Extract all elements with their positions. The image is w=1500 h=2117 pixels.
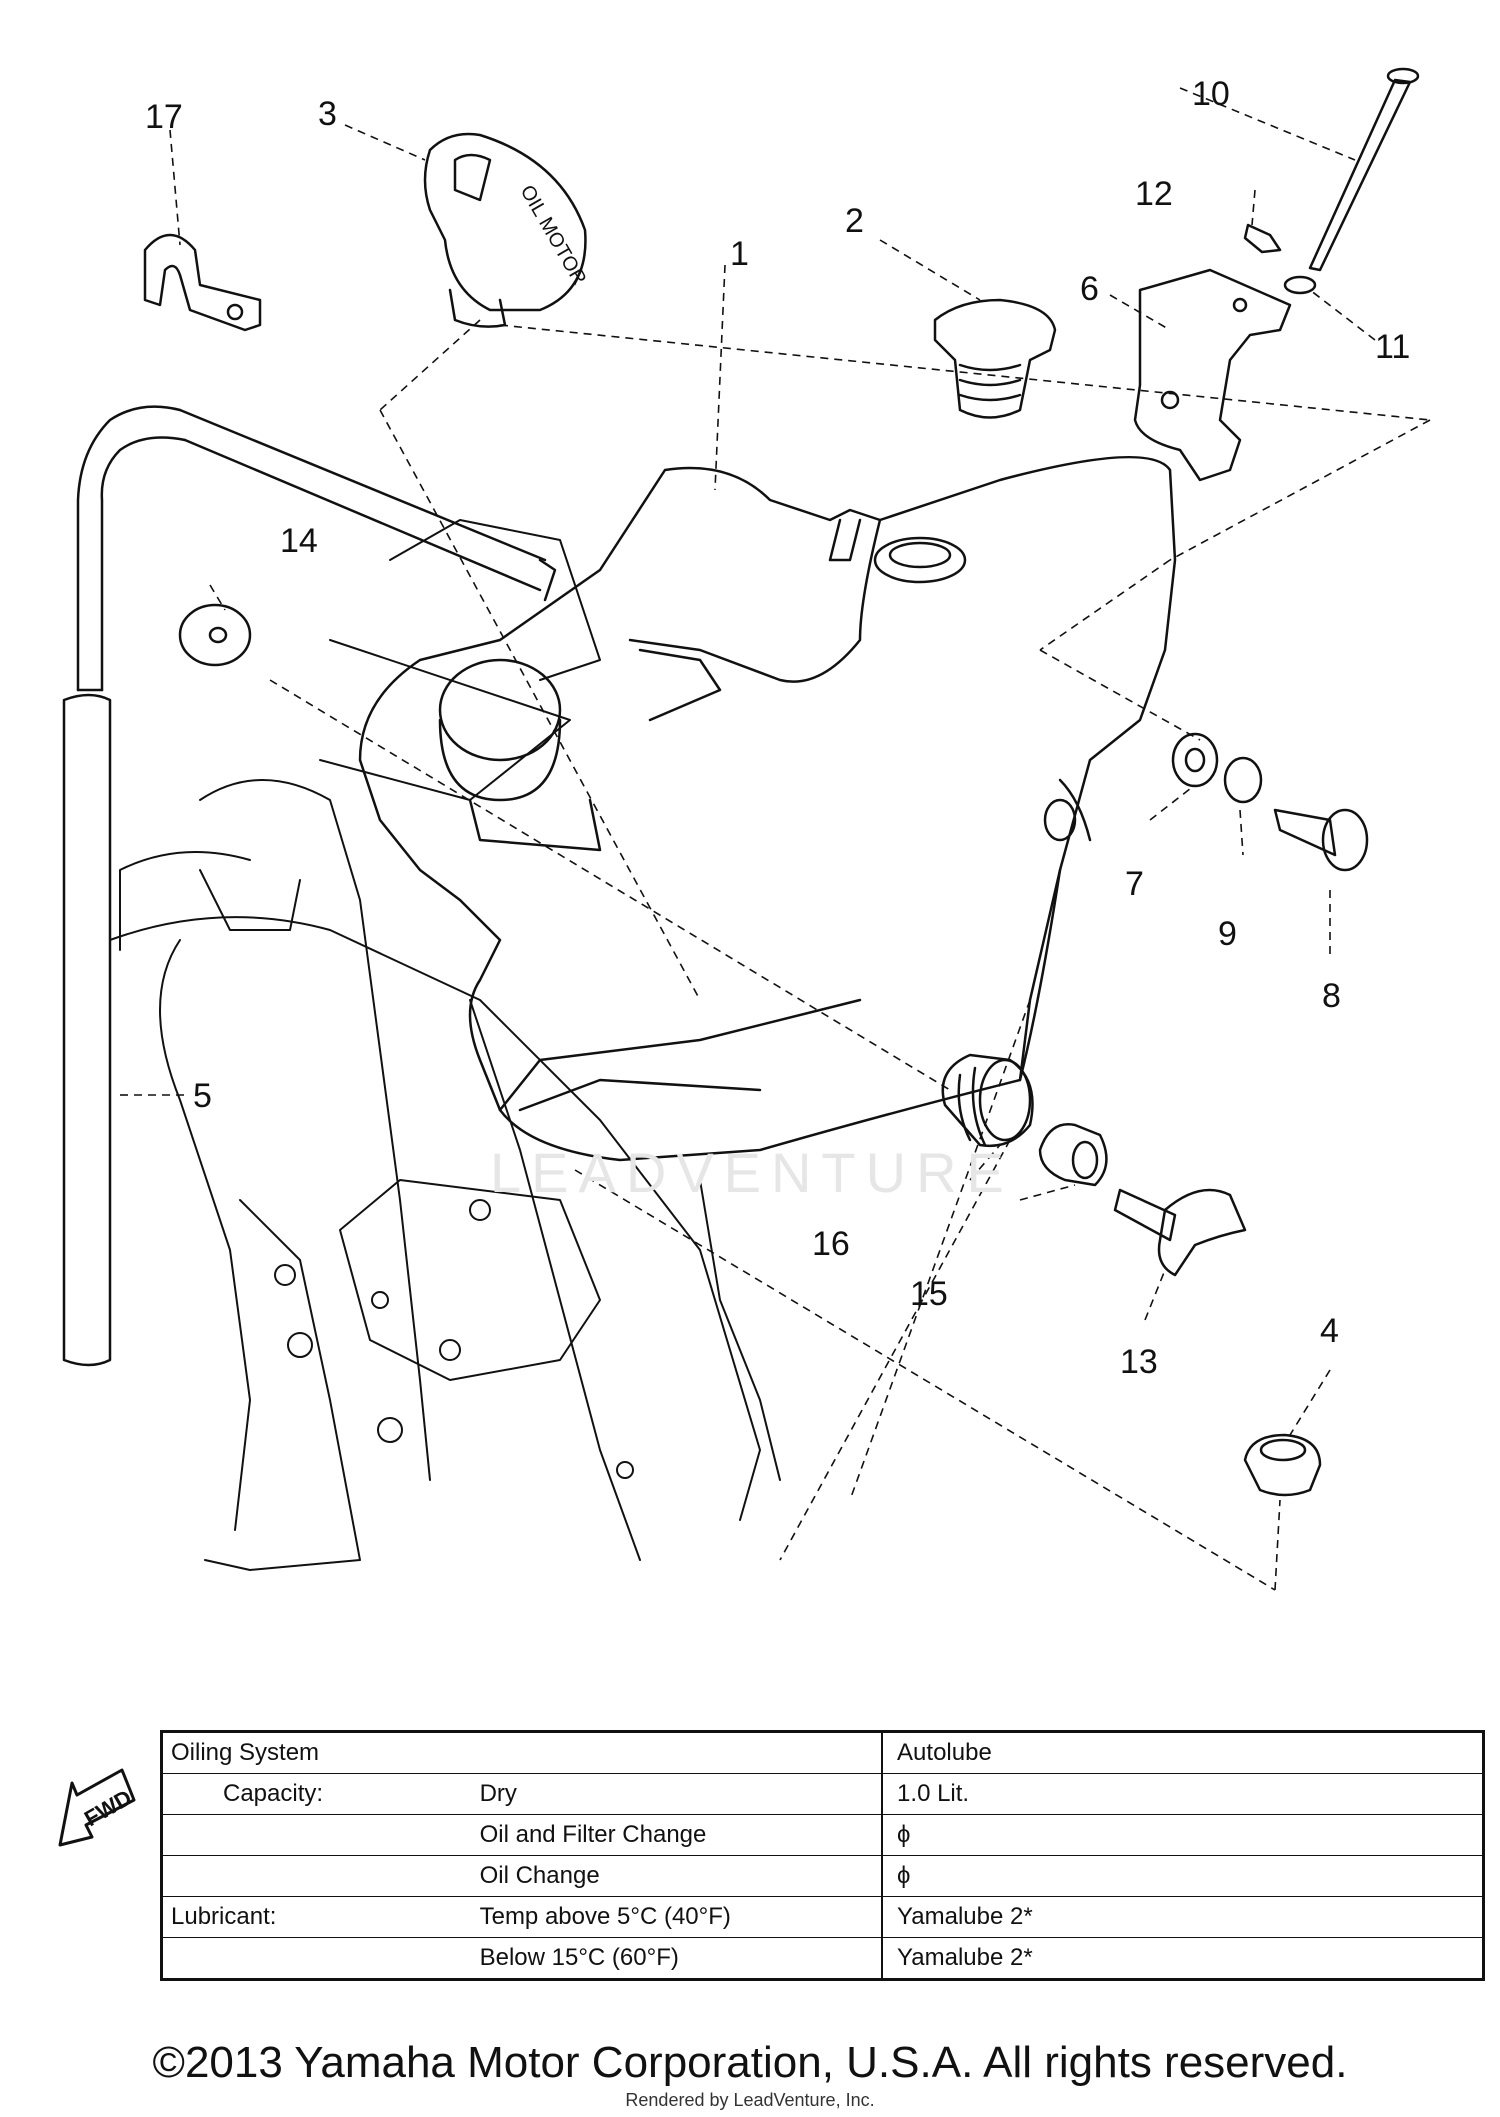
oil-specification-table: Oiling System Autolube Capacity: Dry 1.0…	[160, 1730, 1485, 1981]
spec-label: Oiling System	[171, 1739, 320, 1766]
spec-value: Autolube	[881, 1731, 1484, 1774]
spec-label: Lubricant:	[161, 1896, 472, 1938]
grommet-14	[178, 603, 252, 667]
callout-9: 9	[1218, 915, 1237, 953]
copyright-notice: ©2013 Yamaha Motor Corporation, U.S.A. A…	[152, 2038, 1348, 2087]
spec-sublabel: Oil and Filter Change	[471, 1814, 883, 1856]
mounting-bolt	[1308, 67, 1420, 272]
fwd-arrow-icon: FWD	[58, 1768, 136, 1847]
callout-10: 10	[1192, 75, 1230, 113]
spec-label	[161, 1814, 472, 1856]
spec-value: 1.0 Lit.	[881, 1773, 1484, 1815]
fwd-label: FWD	[80, 1785, 136, 1832]
callout-11: 11	[1375, 328, 1410, 366]
damper-16	[941, 1053, 1034, 1148]
spec-label	[161, 1855, 472, 1897]
callout-labels: 1 2 3 4 5 6 7 8 9 10 11 12 13 14 15 16 1…	[145, 75, 1410, 1381]
clip-12	[1243, 223, 1282, 254]
frame-outline	[109, 519, 781, 1571]
table-row: Below 15°C (60°F) Yamalube 2*	[161, 1937, 1484, 1980]
rendered-by-note: Rendered by LeadVenture, Inc.	[625, 2090, 875, 2110]
watermark-text: LEADVENTURE	[490, 1141, 1014, 1204]
spec-sublabel: Temp above 5°C (40°F)	[471, 1896, 883, 1938]
spec-sublabel: Oil Change	[471, 1855, 883, 1897]
table-row: Oiling System Autolube	[162, 1731, 1484, 1774]
bolt-8	[1273, 808, 1369, 872]
grommet-4	[1243, 1433, 1322, 1497]
wing-bolt-13	[1113, 1188, 1247, 1277]
table-row: Lubricant: Temp above 5°C (40°F) Yamalub…	[161, 1896, 1484, 1938]
table-row: Capacity: Dry 1.0 Lit.	[161, 1773, 1484, 1815]
spec-sublabel: Dry	[471, 1773, 883, 1815]
callout-14: 14	[280, 522, 318, 560]
spec-sublabel: Below 15°C (60°F)	[471, 1937, 883, 1980]
washer-7	[1171, 732, 1219, 788]
callout-7: 7	[1125, 865, 1144, 903]
spec-label: Capacity:	[161, 1773, 472, 1815]
table-row: Oil and Filter Change ϕ	[161, 1814, 1484, 1856]
spec-value: Yamalube 2*	[881, 1937, 1484, 1980]
spec-value: Yamalube 2*	[881, 1896, 1484, 1938]
oil-tank-outline	[358, 455, 1177, 1162]
callout-6: 6	[1080, 270, 1099, 308]
callout-2: 2	[845, 202, 864, 240]
callout-8: 8	[1322, 977, 1341, 1015]
callout-4: 4	[1320, 1312, 1339, 1350]
mounting-bracket	[1133, 268, 1292, 482]
parts-diagram: OIL MOTOR 1 2 3 4 5 6 7 8 9 10 11 12 13 …	[62, 67, 1431, 1591]
callout-16: 16	[812, 1225, 850, 1263]
washer-11	[1283, 275, 1317, 295]
washer-7-hole	[1184, 747, 1206, 773]
spec-label	[161, 1937, 472, 1980]
table-row: Oil Change ϕ	[161, 1855, 1484, 1897]
washer-9	[1223, 756, 1263, 804]
callout-3: 3	[318, 95, 337, 133]
cap-text: OIL MOTOR	[516, 182, 591, 289]
callout-5: 5	[193, 1077, 212, 1115]
callout-13: 13	[1120, 1343, 1158, 1381]
spec-value: ϕ	[881, 1814, 1484, 1856]
hose-clamp	[143, 233, 262, 332]
callout-12: 12	[1135, 175, 1173, 213]
callout-15: 15	[910, 1275, 948, 1313]
oil-hose	[62, 405, 557, 1367]
spec-value: ϕ	[881, 1855, 1484, 1897]
callout-1: 1	[730, 235, 749, 273]
callout-17: 17	[145, 98, 183, 136]
collar-15	[1038, 1123, 1108, 1187]
filler-plug	[933, 298, 1057, 419]
